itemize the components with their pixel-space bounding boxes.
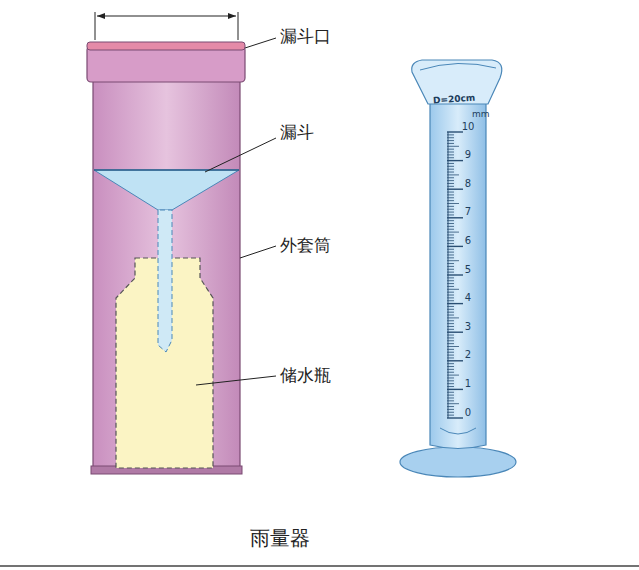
scale-tick	[447, 217, 463, 218]
scale-number: 9	[465, 149, 471, 160]
scale-line	[448, 132, 449, 418]
scale-tick	[447, 403, 459, 404]
part-label: 外套筒	[280, 236, 331, 255]
scale-tick	[447, 389, 463, 390]
scale-number: 6	[465, 235, 471, 246]
scale-tick	[447, 146, 459, 147]
scale-tick	[447, 417, 463, 418]
scale-number: 4	[465, 292, 471, 303]
scale-tick	[447, 260, 459, 261]
scale-number: 8	[465, 178, 471, 189]
scale-tick	[447, 246, 463, 247]
scale-number: 1	[465, 378, 471, 389]
scale-number: 5	[465, 264, 471, 275]
scale-tick	[447, 332, 463, 333]
scale-tick	[447, 289, 459, 290]
part-label: 漏斗口	[280, 27, 331, 46]
scale-tick	[447, 375, 459, 376]
scale-tick	[447, 131, 463, 132]
scale-number: 2	[465, 349, 471, 360]
scale-tick	[447, 232, 459, 233]
scale-number: 3	[465, 321, 471, 332]
scale-tick	[447, 303, 463, 304]
scale-number: 10	[462, 121, 475, 132]
unit-label: mm	[472, 110, 490, 120]
scale-tick	[447, 317, 459, 318]
scale-ticks	[447, 132, 463, 418]
scale-number: 7	[465, 206, 471, 217]
scale-tick	[447, 174, 459, 175]
scale-tick	[447, 203, 459, 204]
scale-number: 0	[465, 407, 471, 418]
scale-tick	[447, 360, 463, 361]
scale-tick	[447, 274, 463, 275]
scale-tick	[447, 160, 463, 161]
part-label: 储水瓶	[280, 366, 331, 385]
scale-tick	[447, 346, 459, 347]
figure-caption: 雨量器	[250, 527, 310, 549]
part-label: 漏斗	[280, 123, 314, 142]
scale-tick	[447, 188, 463, 189]
